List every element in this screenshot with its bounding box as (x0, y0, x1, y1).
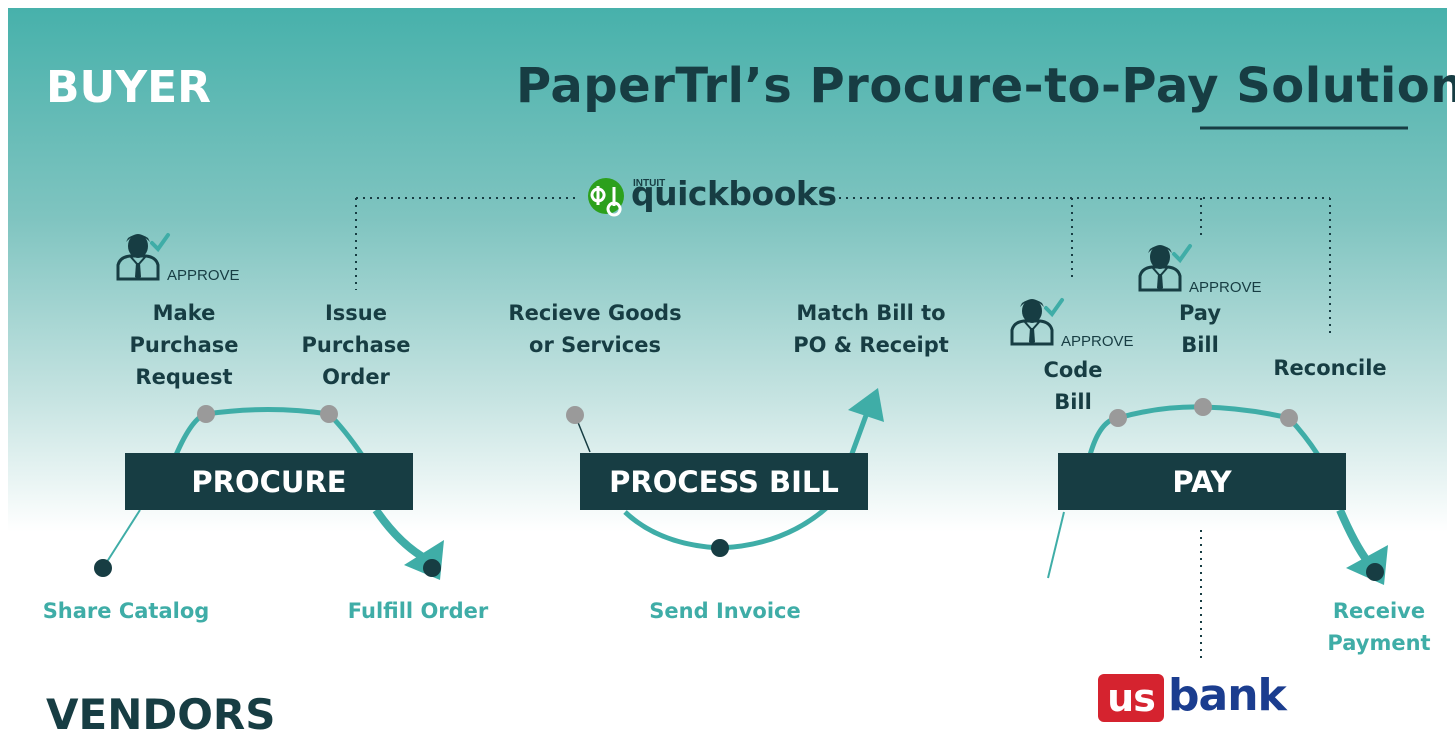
node-reconcile (1280, 409, 1298, 427)
quickbooks-wordmark: quickbooks (631, 174, 837, 213)
vendors-heading: VENDORS (46, 690, 276, 739)
node-send-invoice (711, 539, 729, 557)
node-pay-bill (1194, 398, 1212, 416)
vendor-step-share-catalog: Share Catalog (42, 599, 210, 623)
step-pay-bill: Pay Bill (1178, 301, 1222, 357)
pay-arrow-line (1336, 508, 1372, 565)
page-title: PaperTrl’s Procure-to-Pay Solution (516, 58, 1455, 114)
process-arrowhead (848, 388, 884, 422)
node-code-bill (1109, 409, 1127, 427)
node-receive-payment (1366, 563, 1384, 581)
quickbooks-connectors (355, 197, 1331, 662)
vendor-step-fulfill-order: Fulfill Order (347, 599, 489, 623)
step-reconcile: Reconcile (1273, 356, 1387, 380)
buyer-heading: BUYER (46, 62, 212, 113)
node-share-catalog (94, 559, 112, 577)
approver-person-icon (116, 232, 170, 281)
pay-thin-line (1047, 511, 1065, 579)
vendor-step-send-invoice: Send Invoice (649, 599, 801, 623)
phase-procure: PROCURE (125, 453, 413, 510)
quickbooks-logo: INTUIT quickbooks (583, 174, 837, 222)
pay-arrowhead (1346, 545, 1388, 585)
phase-process-bill: PROCESS BILL (580, 453, 868, 510)
approver-person-icon (1010, 297, 1064, 346)
node-receive-goods (566, 406, 584, 424)
usbank-logo: us bank (1098, 670, 1308, 726)
step-match-bill: Match Bill to PO & Receipt (793, 301, 949, 357)
procure-arc (173, 407, 365, 457)
approve-label: APPROVE (1189, 279, 1262, 296)
usbank-wordmark: bank (1168, 670, 1287, 721)
node-fulfill-order (423, 559, 441, 577)
intuit-wordmark: INTUIT (633, 178, 666, 189)
node-make-request (197, 405, 215, 423)
approver-person-icon (1138, 243, 1192, 292)
step-code-bill: Code Bill (1043, 358, 1103, 414)
buyer-background-band (8, 8, 1447, 532)
procure-arrow-line (372, 507, 430, 564)
vendor-step-receive-payment: Receive Payment (1327, 599, 1431, 655)
node-issue-po (320, 405, 338, 423)
step-issue-purchase-order: Issue Purchase Order (301, 301, 411, 389)
step-make-purchase-request: Make Purchase Request (129, 301, 239, 389)
approve-label: APPROVE (1061, 333, 1134, 350)
phase-pay: PAY (1058, 453, 1346, 510)
approve-label: APPROVE (167, 267, 240, 284)
usbank-mark: us (1098, 674, 1164, 722)
procure-thin-line (102, 509, 141, 569)
step-receive-goods: Recieve Goods or Services (508, 301, 682, 357)
